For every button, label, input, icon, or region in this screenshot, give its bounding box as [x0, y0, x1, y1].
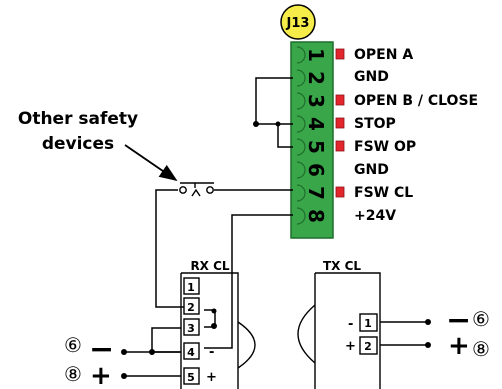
tx-pin-2: 2 — [364, 340, 372, 353]
tx-cl-device: TX CL 1 2 - + — [297, 259, 381, 389]
supply-right: − ⑥ + ⑧ — [446, 303, 490, 361]
j13-terminal-7: 7 — [304, 186, 328, 200]
terminal-markers — [335, 48, 345, 198]
label-open-a: OPEN A — [354, 47, 413, 63]
safety-contact — [179, 182, 214, 197]
right-neg-sign: − — [446, 303, 471, 338]
j13-badge-label: J13 — [286, 16, 310, 31]
right-pos-circle: ⑧ — [472, 337, 490, 361]
rx-pin-4: 4 — [187, 346, 195, 359]
tx-pin-1: 1 — [364, 317, 372, 330]
tx-pin-2-sign: + — [345, 339, 356, 354]
other-safety-devices: Other safety devices — [18, 109, 178, 182]
wire-safety-left — [155, 189, 199, 308]
tx-cl-body — [314, 272, 381, 389]
j13-terminal-4: 4 — [304, 117, 328, 131]
rx-cl-lens — [237, 321, 256, 369]
j13-badge: J13 — [280, 4, 316, 40]
label-gnd-2: GND — [354, 162, 389, 178]
rx-pin-5-sign: + — [206, 370, 217, 385]
junction-dots — [121, 121, 431, 379]
marker-terminal-5 — [335, 140, 345, 152]
rx-jumper — [204, 309, 216, 328]
rx-cl-device: RX CL 1 2 3 4 5 - + — [180, 259, 256, 389]
marker-terminal-4 — [335, 117, 345, 129]
other-safety-line2: devices — [42, 134, 114, 154]
rx-cl-terminal-block — [183, 277, 200, 385]
other-safety-line1: Other safety — [18, 109, 138, 129]
marker-terminal-3 — [335, 94, 345, 106]
terminal-labels: OPEN A GND OPEN B / CLOSE STOP FSW OP GN… — [354, 47, 478, 224]
wire-terminal-8 — [204, 214, 293, 349]
j13-terminal-6: 6 — [304, 163, 328, 177]
j13-terminal-5: 5 — [304, 140, 328, 154]
left-neg-sign: − — [89, 332, 114, 367]
label-gnd-1: GND — [354, 69, 389, 85]
j13-connector: 1 2 3 4 5 6 7 8 — [290, 41, 334, 239]
rx-pin-2: 2 — [187, 301, 195, 314]
left-pos-sign: + — [90, 361, 112, 389]
wire-loop-2-4 — [255, 77, 293, 125]
rx-cl-body — [180, 272, 239, 389]
rx-pin-4-sign: - — [209, 345, 214, 360]
label-fsw-cl: FSW CL — [354, 185, 413, 201]
tx-cl-terminal-block — [359, 313, 378, 355]
rx-pin-5: 5 — [187, 371, 195, 384]
j13-terminal-1: 1 — [304, 48, 328, 62]
rx-pin-3: 3 — [187, 322, 195, 335]
other-safety-arrow — [124, 144, 178, 182]
wire-branch-5 — [277, 124, 293, 148]
label-stop: STOP — [354, 116, 396, 132]
j13-terminal-3: 3 — [304, 94, 328, 108]
right-pos-sign: + — [448, 331, 470, 361]
j13-terminal-2: 2 — [304, 71, 328, 85]
label-fsw-op: FSW OP — [354, 139, 416, 155]
marker-terminal-7 — [335, 186, 345, 198]
right-neg-circle: ⑥ — [472, 307, 490, 331]
tx-pin-1-sign: - — [348, 317, 353, 332]
label-open-b-close: OPEN B / CLOSE — [354, 93, 478, 109]
wires — [124, 77, 428, 377]
tx-cl-title: TX CL — [323, 259, 361, 273]
left-neg-circle: ⑥ — [64, 333, 82, 357]
label-plus-24v: +24V — [354, 208, 396, 224]
supply-left: ⑥ − ⑧ + — [64, 332, 114, 389]
left-pos-circle: ⑧ — [64, 362, 82, 386]
marker-terminal-1 — [335, 48, 345, 60]
j13-terminal-8: 8 — [304, 209, 328, 223]
rx-pin-1: 1 — [187, 281, 195, 294]
rx-cl-title: RX CL — [190, 259, 229, 273]
wire-rx-3-4 — [151, 327, 181, 353]
tx-cl-lens — [297, 304, 316, 364]
